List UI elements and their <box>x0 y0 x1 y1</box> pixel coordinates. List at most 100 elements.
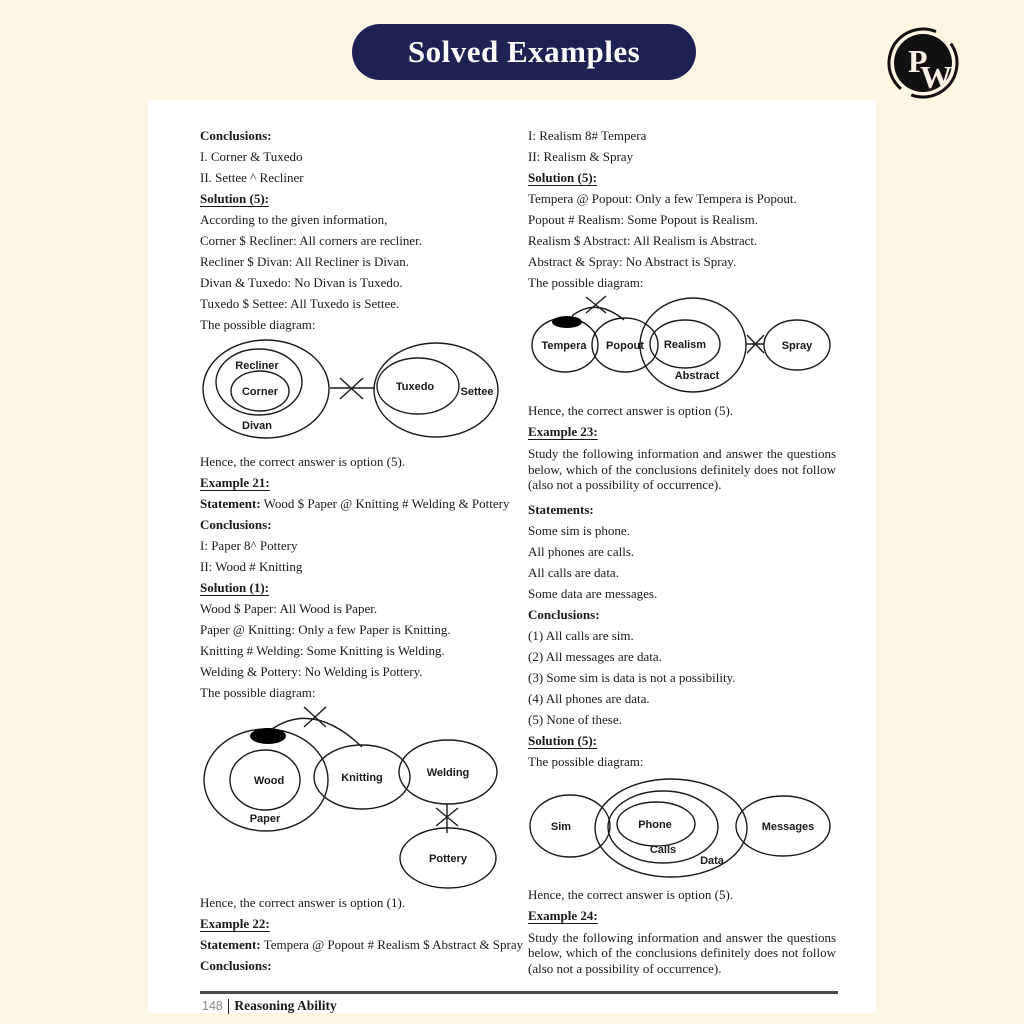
statement-line: All calls are data. <box>528 564 619 580</box>
solution-line: Recliner $ Divan: All Recliner is Divan. <box>200 254 410 269</box>
spray-ellipse <box>763 319 831 371</box>
conclusion-line: I. Corner & Tuxedo <box>200 149 303 164</box>
abstract-label: Abstract <box>675 370 720 382</box>
messages-ellipse <box>735 794 831 857</box>
solution-line: Tuxedo $ Settee: All Tuxedo is Settee. <box>200 296 400 311</box>
conclusion-line: II. Settee ^ Recliner <box>200 170 304 185</box>
statement-label: Statement: <box>200 937 261 952</box>
tempera-label: Tempera <box>541 340 587 352</box>
hence-line: Hence, the correct answer is option (1). <box>200 895 406 910</box>
logo-circle <box>894 34 952 92</box>
cross-mark <box>303 706 327 728</box>
solution-line: Realism $ Abstract: All Realism is Abstr… <box>528 233 758 248</box>
statement-line: Statement: Wood $ Paper @ Knitting # Wel… <box>200 493 509 514</box>
page-number: 148 <box>202 999 223 1013</box>
cross-mark <box>746 334 765 354</box>
solution-line: According to the given information, <box>200 212 388 227</box>
welding-label: Welding <box>427 767 470 779</box>
conclusion-line: II: Wood # Knitting <box>200 559 303 574</box>
footer-divider <box>200 991 838 994</box>
footer-section-title: Reasoning Ability <box>234 998 337 1013</box>
sim-label: Sim <box>551 821 571 833</box>
calls-label: Calls <box>650 844 676 856</box>
venn-diagram-wood-pottery: Wood Paper Knitting Welding Pottery <box>203 706 498 889</box>
example-intro: Study the following information and answ… <box>528 929 836 976</box>
conclusion-option: (2) All messages are data. <box>528 648 662 664</box>
conclusions-heading: Conclusions: <box>200 517 272 532</box>
content-card: Conclusions: I. Corner & Tuxedo II. Sett… <box>148 100 876 1014</box>
solution-line: Corner $ Recliner: All corners are recli… <box>200 233 422 248</box>
messages-label: Messages <box>762 821 815 833</box>
tuxedo-ellipse <box>376 357 460 415</box>
venn-diagram-sim-messages: Sim Phone Calls Data Messages <box>529 777 831 878</box>
solution-heading: Solution (5): <box>200 191 269 206</box>
data-ellipse <box>594 777 748 878</box>
popout-ellipse <box>591 317 659 373</box>
page-footer: 148 Reasoning Ability <box>202 998 337 1014</box>
divan-ellipse <box>202 339 330 439</box>
welding-ellipse <box>398 739 498 805</box>
left-column: Conclusions: I. Corner & Tuxedo II. Sett… <box>200 125 523 976</box>
example-heading: Example 24: <box>528 907 598 923</box>
corner-label: Corner <box>242 386 279 398</box>
logo-ring <box>887 27 959 99</box>
hence-line: Hence, the correct answer is option (5). <box>528 886 734 902</box>
solution-line: Abstract & Spray: No Abstract is Spray. <box>528 254 737 269</box>
conclusion-line: II: Realism & Spray <box>528 149 634 164</box>
example-heading: Example 21: <box>200 475 270 490</box>
abstract-ellipse <box>639 297 747 393</box>
example-heading: Example 23: <box>528 424 598 439</box>
settee-label: Settee <box>460 386 493 398</box>
footer-separator <box>227 998 230 1014</box>
wood-ellipse <box>229 749 301 811</box>
cross-mark <box>585 295 607 314</box>
knitting-ellipse <box>313 744 411 810</box>
solution-heading: Solution (5): <box>528 170 597 185</box>
statement-text: Tempera @ Popout # Realism $ Abstract & … <box>263 937 524 952</box>
pottery-ellipse <box>399 827 497 889</box>
pw-logo: P W <box>887 27 959 99</box>
statement-line: Statement: Tempera @ Popout # Realism $ … <box>200 934 523 955</box>
statement-label: Statement: <box>200 496 261 511</box>
phone-ellipse <box>616 800 696 847</box>
statement-line: Some data are messages. <box>528 585 658 601</box>
settee-ellipse <box>373 342 499 438</box>
conclusion-line: I: Paper 8^ Pottery <box>200 538 298 553</box>
solution-line: Popout # Realism: Some Popout is Realism… <box>528 212 759 227</box>
conclusion-option: (5) None of these. <box>528 711 622 727</box>
solution-line: Divan & Tuxedo: No Divan is Tuxedo. <box>200 275 403 290</box>
spray-label: Spray <box>782 340 813 352</box>
tuxedo-label: Tuxedo <box>396 381 435 393</box>
solution-line: Knitting # Welding: Some Knitting is Wel… <box>200 643 445 658</box>
right-column: I: Realism 8# Tempera II: Realism & Spra… <box>528 125 836 982</box>
conclusion-option: (4) All phones are data. <box>528 690 650 706</box>
example-intro: Study the following information and answ… <box>528 446 836 492</box>
corner-ellipse <box>230 370 290 412</box>
conclusions-heading: Conclusions: <box>200 128 272 143</box>
possible-diagram-label: The possible diagram: <box>528 275 644 290</box>
realism-label: Realism <box>664 339 706 351</box>
possible-diagram-label: The possible diagram: <box>200 317 316 332</box>
conclusions-heading: Conclusions: <box>528 606 600 622</box>
logo-letter-w: W <box>920 59 952 95</box>
possible-diagram-label: The possible diagram: <box>528 753 644 769</box>
pottery-label: Pottery <box>429 853 468 865</box>
curved-connector <box>571 306 625 321</box>
page-title: Solved Examples <box>407 34 641 69</box>
solution-heading: Solution (5): <box>528 732 597 748</box>
recliner-ellipse <box>215 348 303 416</box>
conclusions-heading: Conclusions: <box>200 958 272 973</box>
logo-letter-p: P <box>908 43 928 79</box>
cross-mark <box>339 377 364 400</box>
solution-line: Wood $ Paper: All Wood is Paper. <box>200 601 378 616</box>
divan-label: Divan <box>242 420 272 432</box>
conclusion-option: (1) All calls are sim. <box>528 627 634 643</box>
wood-label: Wood <box>254 775 284 787</box>
possible-diagram-label: The possible diagram: <box>200 685 316 700</box>
data-label: Data <box>700 855 725 867</box>
cross-mark <box>435 807 459 827</box>
venn-diagram-recliner-settee: Recliner Corner Divan Tuxedo Settee <box>202 339 499 439</box>
statement-line: Some sim is phone. <box>528 522 630 538</box>
conclusion-option: (3) Some sim is data is not a possibilit… <box>528 669 736 685</box>
recliner-label: Recliner <box>235 360 279 372</box>
